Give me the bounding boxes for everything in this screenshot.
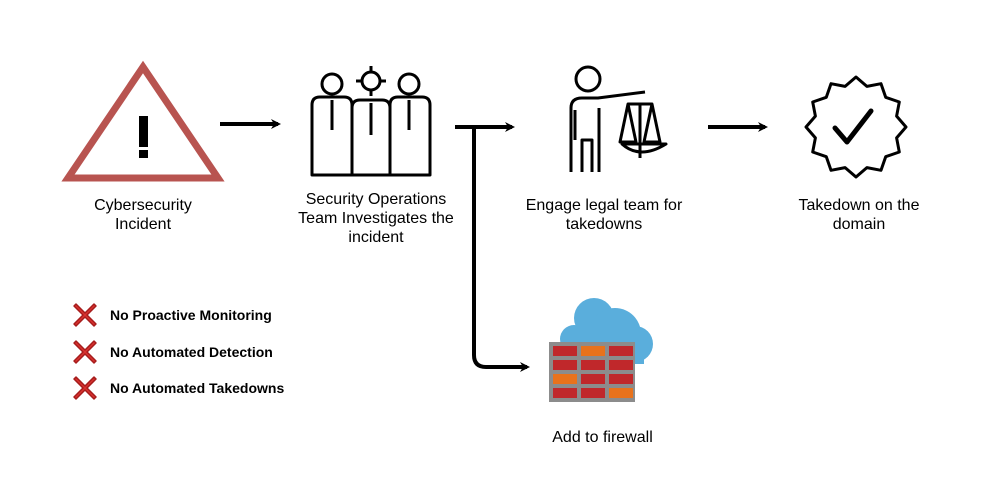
warning-triangle-icon [61,60,225,182]
legend-item: No Automated Takedowns [70,373,284,403]
arrow-soc-to-legal-and-firewall [455,122,530,372]
red-x-icon [73,376,97,400]
firewall-brick [609,388,633,398]
team-investigate-icon [310,66,432,177]
firewall-bricks [549,342,635,402]
legend-item: No Proactive Monitoring [70,300,272,330]
verified-badge-icon [804,75,908,179]
legend-item: No Automated Detection [70,337,273,367]
step-label-soc: Security Operations Team Investigates th… [298,191,454,246]
legal-scales-icon [569,65,668,172]
step-label-firewall: Add to firewall [552,429,653,446]
red-x-icon [73,303,97,327]
step-label-takedown: Takedown on the domain [798,197,920,233]
firewall-brick [553,388,577,398]
step-label-legal: Engage legal team for takedowns [525,197,683,233]
firewall-brick [609,360,633,370]
firewall-brick [553,346,577,356]
firewall-brick [581,374,605,384]
firewall-brick [581,388,605,398]
firewall-brick [609,346,633,356]
cloud-firewall-icon [549,298,653,402]
firewall-brick [553,360,577,370]
red-x-icon [73,340,97,364]
legend-label: No Automated Detection [110,344,273,360]
firewall-brick [553,374,577,384]
legend-label: No Automated Takedowns [110,380,285,396]
firewall-brick [609,374,633,384]
legend-label: No Proactive Monitoring [110,307,272,323]
step-label-incident: Cybersecurity Incident [94,197,192,233]
firewall-brick [581,360,605,370]
firewall-brick [581,346,605,356]
